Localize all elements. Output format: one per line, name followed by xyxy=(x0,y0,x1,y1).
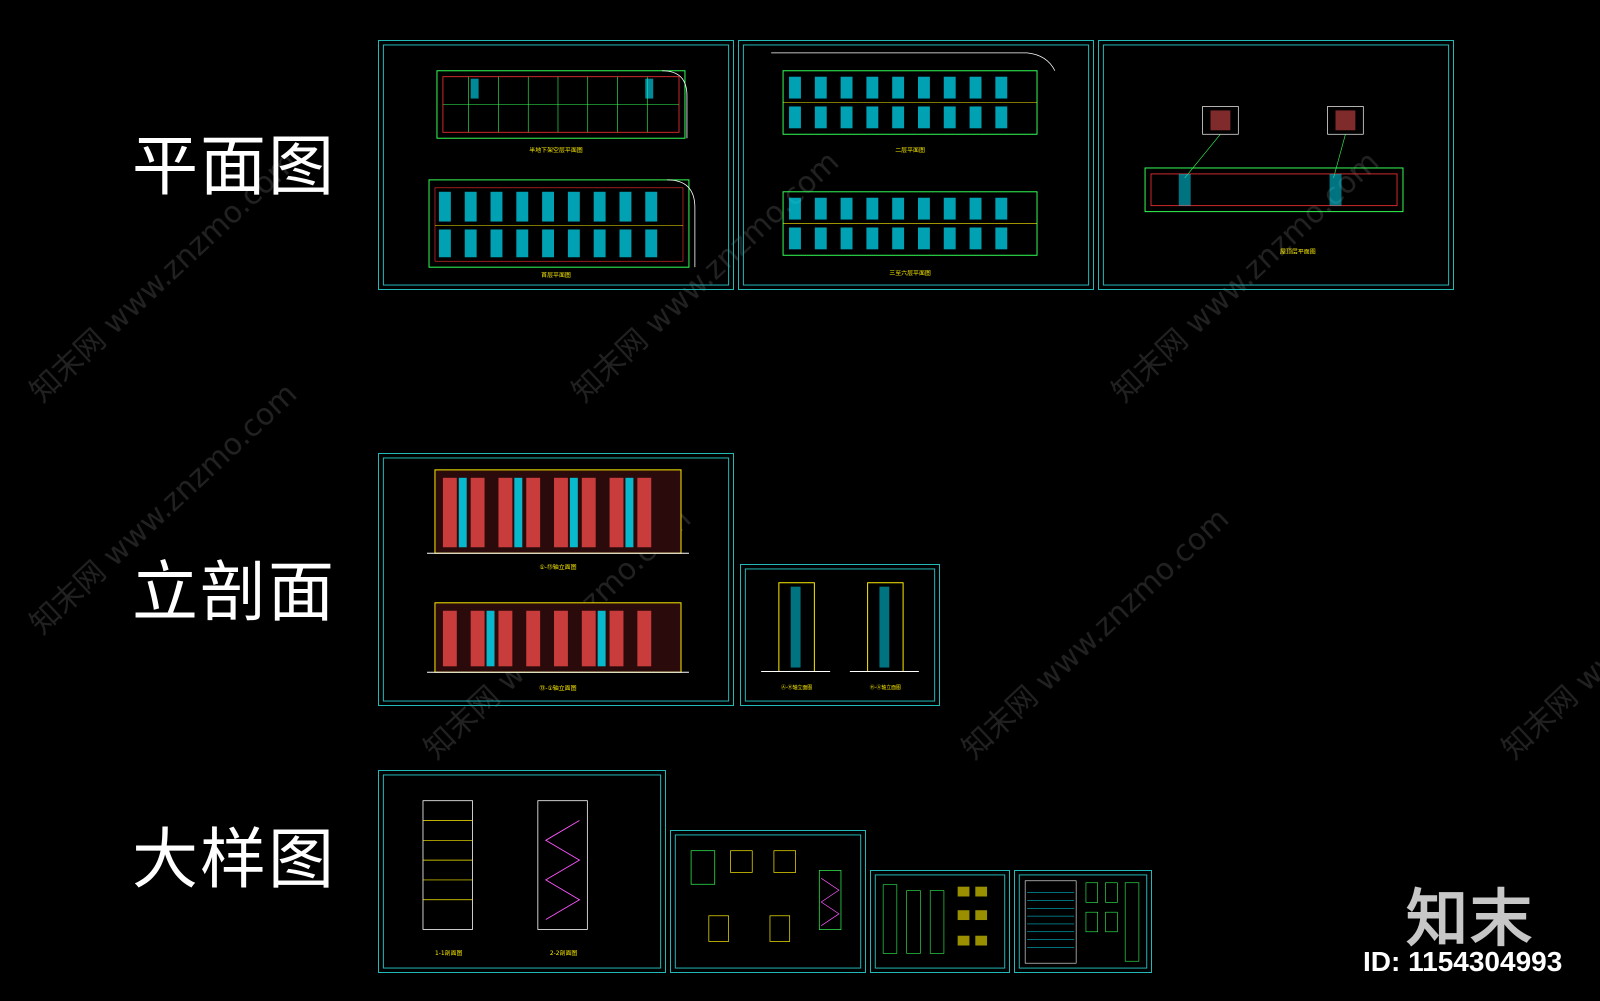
section-label-details: 大样图 xyxy=(132,821,336,898)
drawing-sheet-notes[interactable] xyxy=(1014,870,1152,973)
drawing-sheet-elevations-side[interactable]: Ⓐ-Ⓗ轴立面图 Ⓗ-Ⓐ轴立面图 xyxy=(740,564,940,706)
drawing-sheet-plans-a[interactable]: 半地下架空层平面图 首层平面图 xyxy=(378,40,734,290)
elevation-front: ①-⑬轴立面图 xyxy=(427,469,689,571)
sheet-title: 半地下架空层平面图 xyxy=(529,146,583,154)
sheet-title: 屋顶层平面图 xyxy=(1280,248,1316,255)
drawing-sheet-details-b[interactable] xyxy=(870,870,1010,973)
cad-drawing: Ⓐ-Ⓗ轴立面图 Ⓗ-Ⓐ轴立面图 xyxy=(744,568,936,702)
sheet-title: 首层平面图 xyxy=(541,271,571,279)
sheet-title: 三至六层平面图 xyxy=(889,269,931,277)
cad-drawing xyxy=(1018,874,1148,969)
sheet-title: 二层平面图 xyxy=(895,147,925,154)
sheet-title: 1-1剖面图 xyxy=(435,949,463,957)
sheet-title: Ⓗ-Ⓐ轴立面图 xyxy=(870,684,901,691)
watermark: 知末网 www.znzmo.com xyxy=(1495,501,1600,767)
section-label-plans: 平面图 xyxy=(132,128,336,205)
drawing-sheet-sections[interactable]: 1-1剖面图 2-2剖面图 xyxy=(378,770,666,973)
cad-drawing: 1-1剖面图 2-2剖面图 xyxy=(382,774,662,969)
elevation-back: ⑬-①轴立面图 xyxy=(427,602,689,692)
cad-drawing: ①-⑬轴立面图 ⑬-①轴立面图 xyxy=(382,457,730,702)
cad-drawing: 二层平面图 三至六层平面图 xyxy=(742,44,1090,286)
watermark: 知末网 www.znzmo.com xyxy=(955,501,1237,767)
sheet-title: 2-2剖面图 xyxy=(550,949,578,957)
drawing-sheet-plans-b[interactable]: 二层平面图 三至六层平面图 xyxy=(738,40,1094,290)
floor-plan-units xyxy=(434,187,684,262)
cad-drawing: 屋顶层平面图 xyxy=(1102,44,1450,286)
drawing-sheet-details-a[interactable] xyxy=(670,830,866,973)
cad-drawing xyxy=(874,874,1006,969)
asset-id-label: ID: 1154304993 xyxy=(1363,946,1563,977)
sheet-title: ⑬-①轴立面图 xyxy=(539,684,576,692)
cad-drawing: 半地下架空层平面图 首层平面图 xyxy=(382,44,730,286)
brand-logo: 知末 xyxy=(1406,882,1535,955)
sheet-title: ①-⑬轴立面图 xyxy=(539,563,576,571)
section-label-elevations: 立剖面 xyxy=(132,554,336,631)
drawing-sheet-plans-roof[interactable]: 屋顶层平面图 xyxy=(1098,40,1454,290)
cad-drawing xyxy=(674,834,862,969)
sheet-title: Ⓐ-Ⓗ轴立面图 xyxy=(781,684,812,691)
drawing-sheet-elevations-main[interactable]: ①-⑬轴立面图 ⑬-①轴立面图 xyxy=(378,453,734,706)
